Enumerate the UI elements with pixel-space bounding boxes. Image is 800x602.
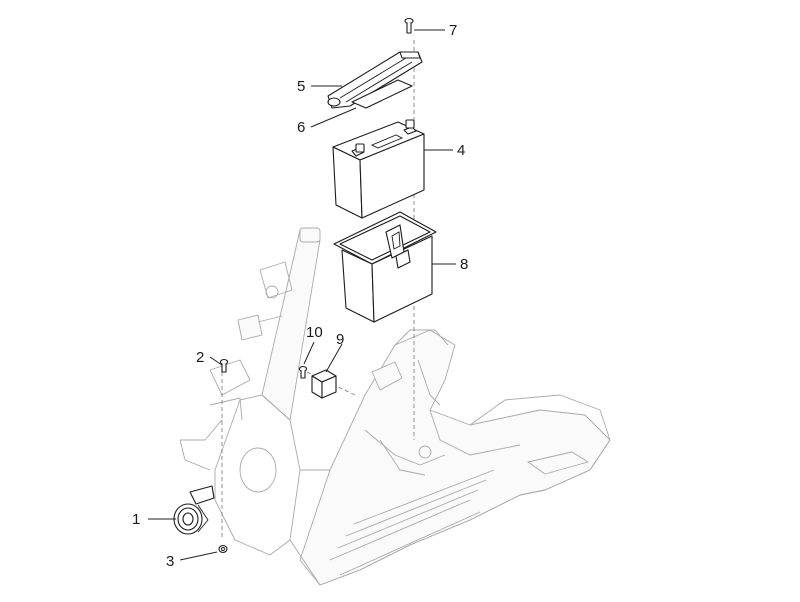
callout-8: 8 [460,256,468,273]
part-10-screw [298,365,308,379]
callout-2: 2 [196,349,204,366]
callout-1: 1 [132,511,140,528]
part-1-horn [173,485,215,535]
callout-7: 7 [449,22,457,39]
scooter-frame [179,227,611,586]
callout-5: 5 [297,78,305,95]
part-9-relay [311,369,337,399]
part-7-screw [404,17,414,34]
part-4-battery [332,119,425,219]
part-8-battery-holder [333,211,437,323]
callout-labels: 1 2 3 4 5 6 7 8 9 10 [132,22,468,570]
callout-6: 6 [297,119,305,136]
part-2-screw [219,358,229,373]
callout-9: 9 [336,331,344,348]
callout-4: 4 [457,142,465,159]
callout-3: 3 [166,553,174,570]
part-6-pad [351,79,413,109]
part-5-battery-strap [327,51,423,109]
part-3-nut [218,544,228,554]
leader-lines [148,29,456,561]
callout-10: 10 [306,324,323,341]
